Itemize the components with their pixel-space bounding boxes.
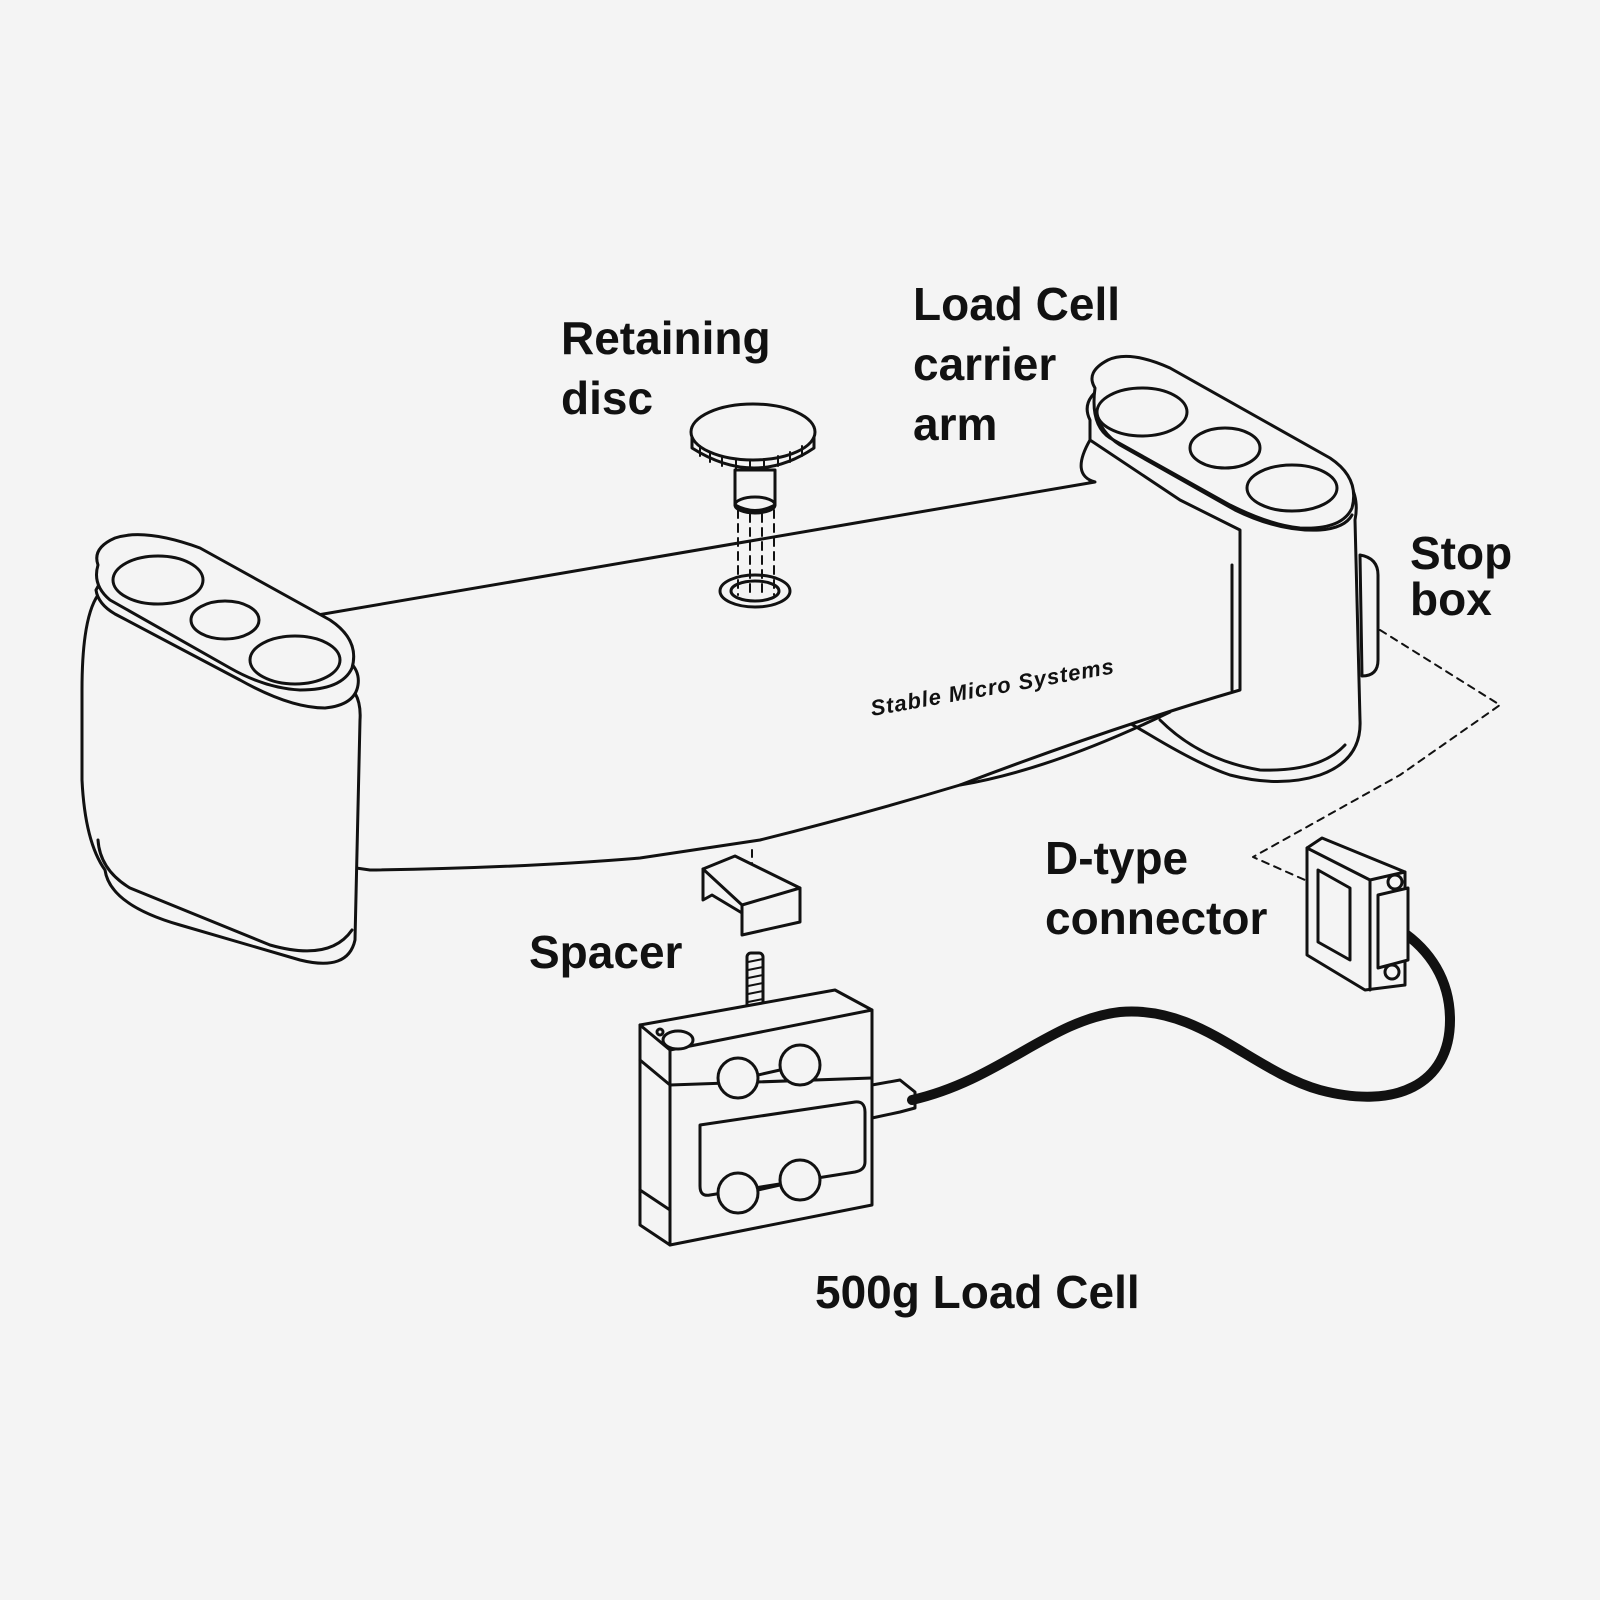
right-pod-hole-3: [1245, 463, 1339, 513]
right-pod-hole-1: [1095, 386, 1189, 438]
stop-box: [1358, 553, 1380, 678]
label-line: arm: [913, 398, 998, 450]
label-line: Stop: [1410, 527, 1513, 579]
label-line: carrier: [913, 338, 1057, 390]
label-spacer: Spacer: [529, 926, 683, 978]
label-stop-box: Stop box: [1410, 530, 1512, 622]
label-d-type-connector: D-type connector: [1045, 828, 1267, 948]
label-line: Load Cell: [913, 278, 1121, 330]
label-line: connector: [1045, 892, 1268, 944]
left-pod: [80, 533, 362, 965]
retaining-disc: [689, 402, 817, 599]
label-retaining-disc: Retaining disc: [561, 308, 771, 428]
spacer: [701, 849, 802, 1025]
left-pod-hole-2: [189, 599, 261, 641]
label-carrier-arm: Load Cell carrier arm: [913, 274, 1120, 454]
label-line: disc: [561, 372, 654, 424]
left-pod-hole-3: [248, 634, 342, 686]
left-pod-hole-1: [111, 554, 205, 606]
d-type-connector: [1305, 836, 1410, 992]
label-line: D-type: [1045, 832, 1189, 884]
label-load-cell: 500g Load Cell: [815, 1266, 1140, 1318]
label-line: box: [1410, 573, 1492, 625]
load-cell: [638, 988, 917, 1247]
label-line: Retaining: [561, 312, 771, 364]
cable: [907, 925, 1455, 1105]
stop-box-leader: [1252, 629, 1501, 881]
right-pod-hole-2: [1188, 426, 1262, 470]
